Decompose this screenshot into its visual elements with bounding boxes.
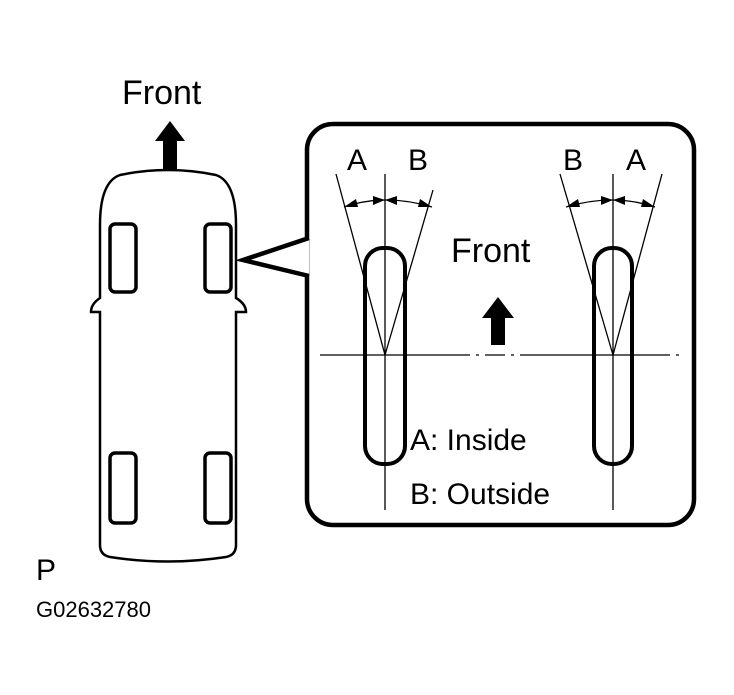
legend-inside: A: Inside bbox=[410, 424, 527, 457]
detail-front-label: Front bbox=[451, 232, 531, 270]
left-wheel-label-a: A bbox=[347, 144, 367, 177]
right-wheel-detail: B A bbox=[559, 144, 663, 510]
right-wheel-label-a: A bbox=[626, 144, 646, 177]
car-front-label: Front bbox=[122, 74, 202, 112]
car-wheel-front-left bbox=[108, 222, 138, 294]
car-wheel-rear-left bbox=[108, 451, 138, 525]
car-front-arrow bbox=[155, 121, 185, 170]
detail-front-arrow bbox=[482, 297, 514, 345]
detail-callout-box bbox=[234, 121, 697, 528]
car-wheel-rear-right bbox=[203, 451, 233, 525]
left-wheel-label-b: B bbox=[408, 144, 428, 177]
car-body-outline bbox=[89, 168, 248, 563]
car-wheel-front-right bbox=[203, 222, 233, 294]
left-wheel-detail: A B bbox=[335, 144, 434, 510]
figure-code: G02632780 bbox=[36, 597, 151, 622]
corner-letter: P bbox=[36, 554, 56, 587]
car-wheels bbox=[108, 222, 233, 525]
legend-outside: B: Outside bbox=[410, 478, 550, 511]
right-wheel-label-b: B bbox=[563, 144, 583, 177]
